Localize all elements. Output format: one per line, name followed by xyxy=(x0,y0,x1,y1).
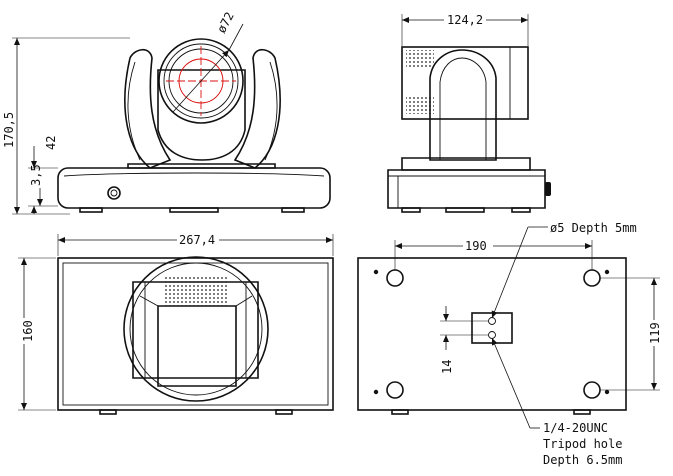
small-height-label: 3,5 xyxy=(29,164,43,186)
front-view xyxy=(57,38,331,213)
tripod-line-2: Tripod hole xyxy=(543,437,622,451)
lens-diameter-label: ø72 xyxy=(214,10,237,36)
tripod-line-1: 1/4-20UNC xyxy=(543,421,608,435)
side-width-dimension: 124,2 xyxy=(401,12,529,46)
total-height-label: 170,5 xyxy=(2,112,16,148)
pin-hole-label: ø5 Depth 5mm xyxy=(550,221,637,235)
tripod-hole-callout: 1/4-20UNC Tripod hole Depth 6.5mm xyxy=(491,337,622,467)
hole-spacing-y-label: 119 xyxy=(648,322,662,344)
base-depth-label: 160 xyxy=(21,320,35,342)
mount-offset-dimension: 14 xyxy=(440,306,488,374)
side-view xyxy=(387,46,551,213)
base-width-label: 267,4 xyxy=(179,233,215,247)
hole-spacing-y-dimension: 119 xyxy=(600,277,662,391)
hole-spacing-x-dimension: 190 xyxy=(394,238,593,270)
base-width-dimension: 267,4 xyxy=(57,232,334,256)
bottom-view xyxy=(357,257,627,415)
base-depth-dimension: 160 xyxy=(14,257,56,411)
height-dimensions: 170,5 42 3,5 xyxy=(2,37,130,215)
mount-offset-label: 14 xyxy=(440,360,454,374)
pin-hole-callout: ø5 Depth 5mm xyxy=(491,221,637,319)
hole-spacing-x-label: 190 xyxy=(465,239,487,253)
side-width-label: 124,2 xyxy=(447,13,483,27)
top-view xyxy=(57,256,334,415)
tripod-line-3: Depth 6.5mm xyxy=(543,453,622,467)
upper-height-label: 42 xyxy=(44,136,58,150)
